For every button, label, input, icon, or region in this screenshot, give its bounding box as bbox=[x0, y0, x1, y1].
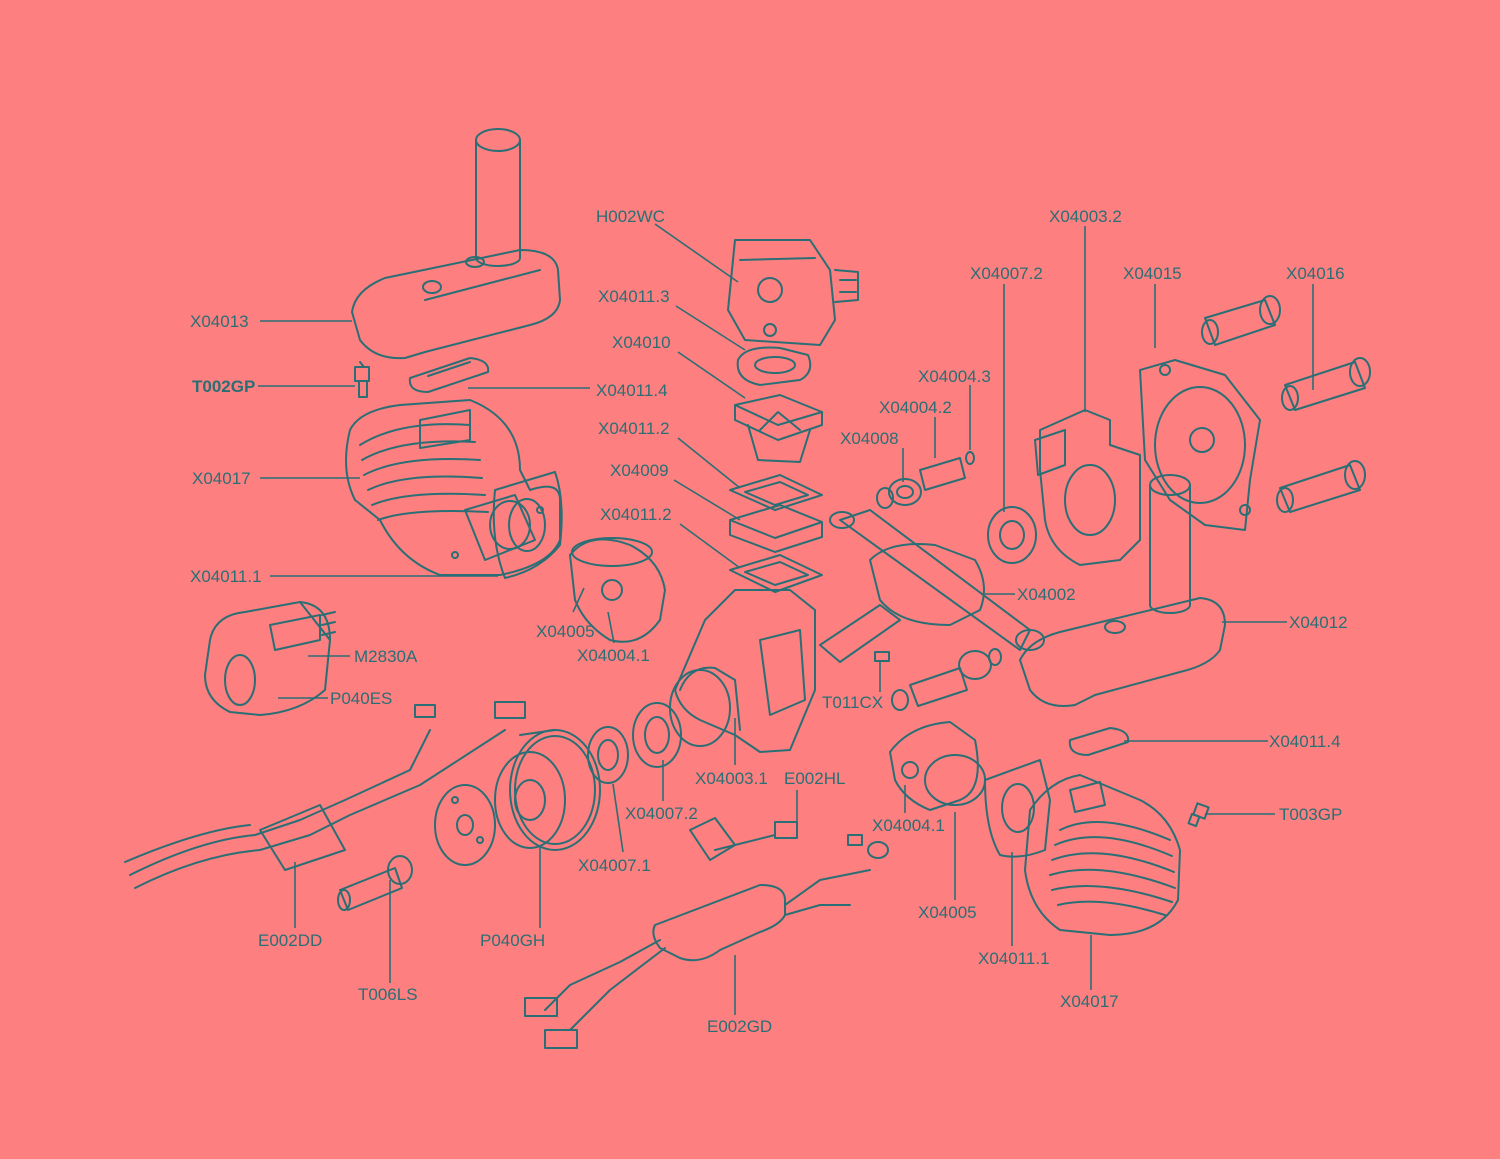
label-x04011-1-left: X04011.1 bbox=[190, 567, 262, 586]
carburetor bbox=[727, 239, 859, 346]
esc-wiring bbox=[124, 701, 526, 889]
label-x04007-2-bottom: X04007.2 bbox=[625, 804, 698, 823]
crankcase-front bbox=[669, 589, 816, 753]
label-x04002: X04002 bbox=[1017, 585, 1076, 604]
crankshaft bbox=[819, 509, 1045, 663]
label-x04004-3: X04004.3 bbox=[918, 367, 991, 386]
key-and-bearing bbox=[874, 648, 1002, 711]
crankcase-rear bbox=[1034, 409, 1141, 566]
carb-gasket bbox=[736, 346, 812, 386]
label-e002dd: E002DD bbox=[258, 931, 322, 950]
label-e002gd: E002GD bbox=[707, 1017, 772, 1036]
bearing-rear bbox=[987, 506, 1037, 564]
label-h002wc: H002WC bbox=[596, 207, 665, 226]
electric-motor bbox=[204, 601, 336, 716]
label-x04011-3: X04011.3 bbox=[598, 287, 670, 306]
bearing-front-small bbox=[587, 726, 629, 784]
label-x04010: X04010 bbox=[612, 333, 671, 352]
standoff-1 bbox=[1201, 295, 1281, 346]
piston-left bbox=[569, 537, 666, 643]
prop-shaft bbox=[337, 855, 413, 911]
label-x04003-1: X04003.1 bbox=[695, 769, 768, 788]
label-e002hl: E002HL bbox=[784, 769, 845, 788]
label-x04011-4-right: X04011.4 bbox=[1269, 732, 1341, 751]
label-t006ls: T006LS bbox=[358, 985, 418, 1004]
label-x04011-1-right: X04011.1 bbox=[978, 949, 1050, 968]
label-x04013: X04013 bbox=[190, 312, 249, 331]
label-x04011-2-a: X04011.2 bbox=[598, 419, 670, 438]
label-x04011-2-b: X04011.2 bbox=[600, 505, 672, 524]
reed-block bbox=[734, 394, 823, 463]
cylinder-left bbox=[345, 399, 561, 576]
needle-bearing-top bbox=[876, 451, 975, 509]
bearing-front-large bbox=[632, 702, 682, 768]
standoff-2 bbox=[1281, 357, 1371, 411]
intake-spacers bbox=[729, 474, 823, 593]
exhaust-gasket-left bbox=[408, 357, 490, 393]
label-x04015: X04015 bbox=[1123, 264, 1182, 283]
label-x04011-4-top: X04011.4 bbox=[596, 381, 668, 400]
label-x04008: X04008 bbox=[840, 429, 899, 448]
exhaust-gasket-right bbox=[1068, 727, 1130, 756]
cylinder-gasket-left bbox=[492, 471, 563, 579]
label-x04004-1-left: X04004.1 bbox=[577, 646, 650, 665]
label-x04004-1-right: X04004.1 bbox=[872, 816, 945, 835]
label-x04005-right: X04005 bbox=[918, 903, 977, 922]
label-x04005-left: X04005 bbox=[536, 622, 595, 641]
label-x04012: X04012 bbox=[1289, 613, 1348, 632]
part-labels: H002WC X04003.2 X04007.2 X04015 X04016 X… bbox=[190, 207, 1348, 1036]
label-x04007-2-top: X04007.2 bbox=[970, 264, 1043, 283]
hall-sensor bbox=[689, 817, 798, 861]
label-x04016: X04016 bbox=[1286, 264, 1345, 283]
cylinder-gasket-right bbox=[984, 759, 1051, 858]
mount-plate bbox=[1139, 359, 1261, 531]
label-x04017-left: X04017 bbox=[192, 469, 251, 488]
label-x04007-1: X04007.1 bbox=[578, 856, 651, 875]
hub-plate bbox=[434, 784, 496, 866]
ignition-module bbox=[524, 834, 889, 1049]
standoff-3 bbox=[1276, 460, 1366, 513]
cylinder-right bbox=[1024, 774, 1181, 936]
muffler-right bbox=[1019, 474, 1226, 707]
label-p040gh: P040GH bbox=[480, 931, 545, 950]
spark-plug-left bbox=[354, 361, 370, 398]
label-t011cx: T011CX bbox=[822, 693, 883, 712]
label-x04003-2: X04003.2 bbox=[1049, 207, 1122, 226]
label-x04009: X04009 bbox=[610, 461, 669, 480]
label-t003gp: T003GP bbox=[1279, 805, 1342, 824]
label-m2830a: M2830A bbox=[354, 647, 418, 666]
label-x04017-right: X04017 bbox=[1060, 992, 1119, 1011]
label-x04004-2: X04004.2 bbox=[879, 398, 952, 417]
flywheel-ring-gear bbox=[494, 729, 601, 851]
label-t002gp: T002GP bbox=[192, 377, 255, 396]
leader-lines bbox=[258, 223, 1314, 1015]
muffler-left bbox=[351, 128, 561, 360]
label-p040es: P040ES bbox=[330, 689, 392, 708]
spark-plug-right bbox=[1187, 802, 1210, 828]
